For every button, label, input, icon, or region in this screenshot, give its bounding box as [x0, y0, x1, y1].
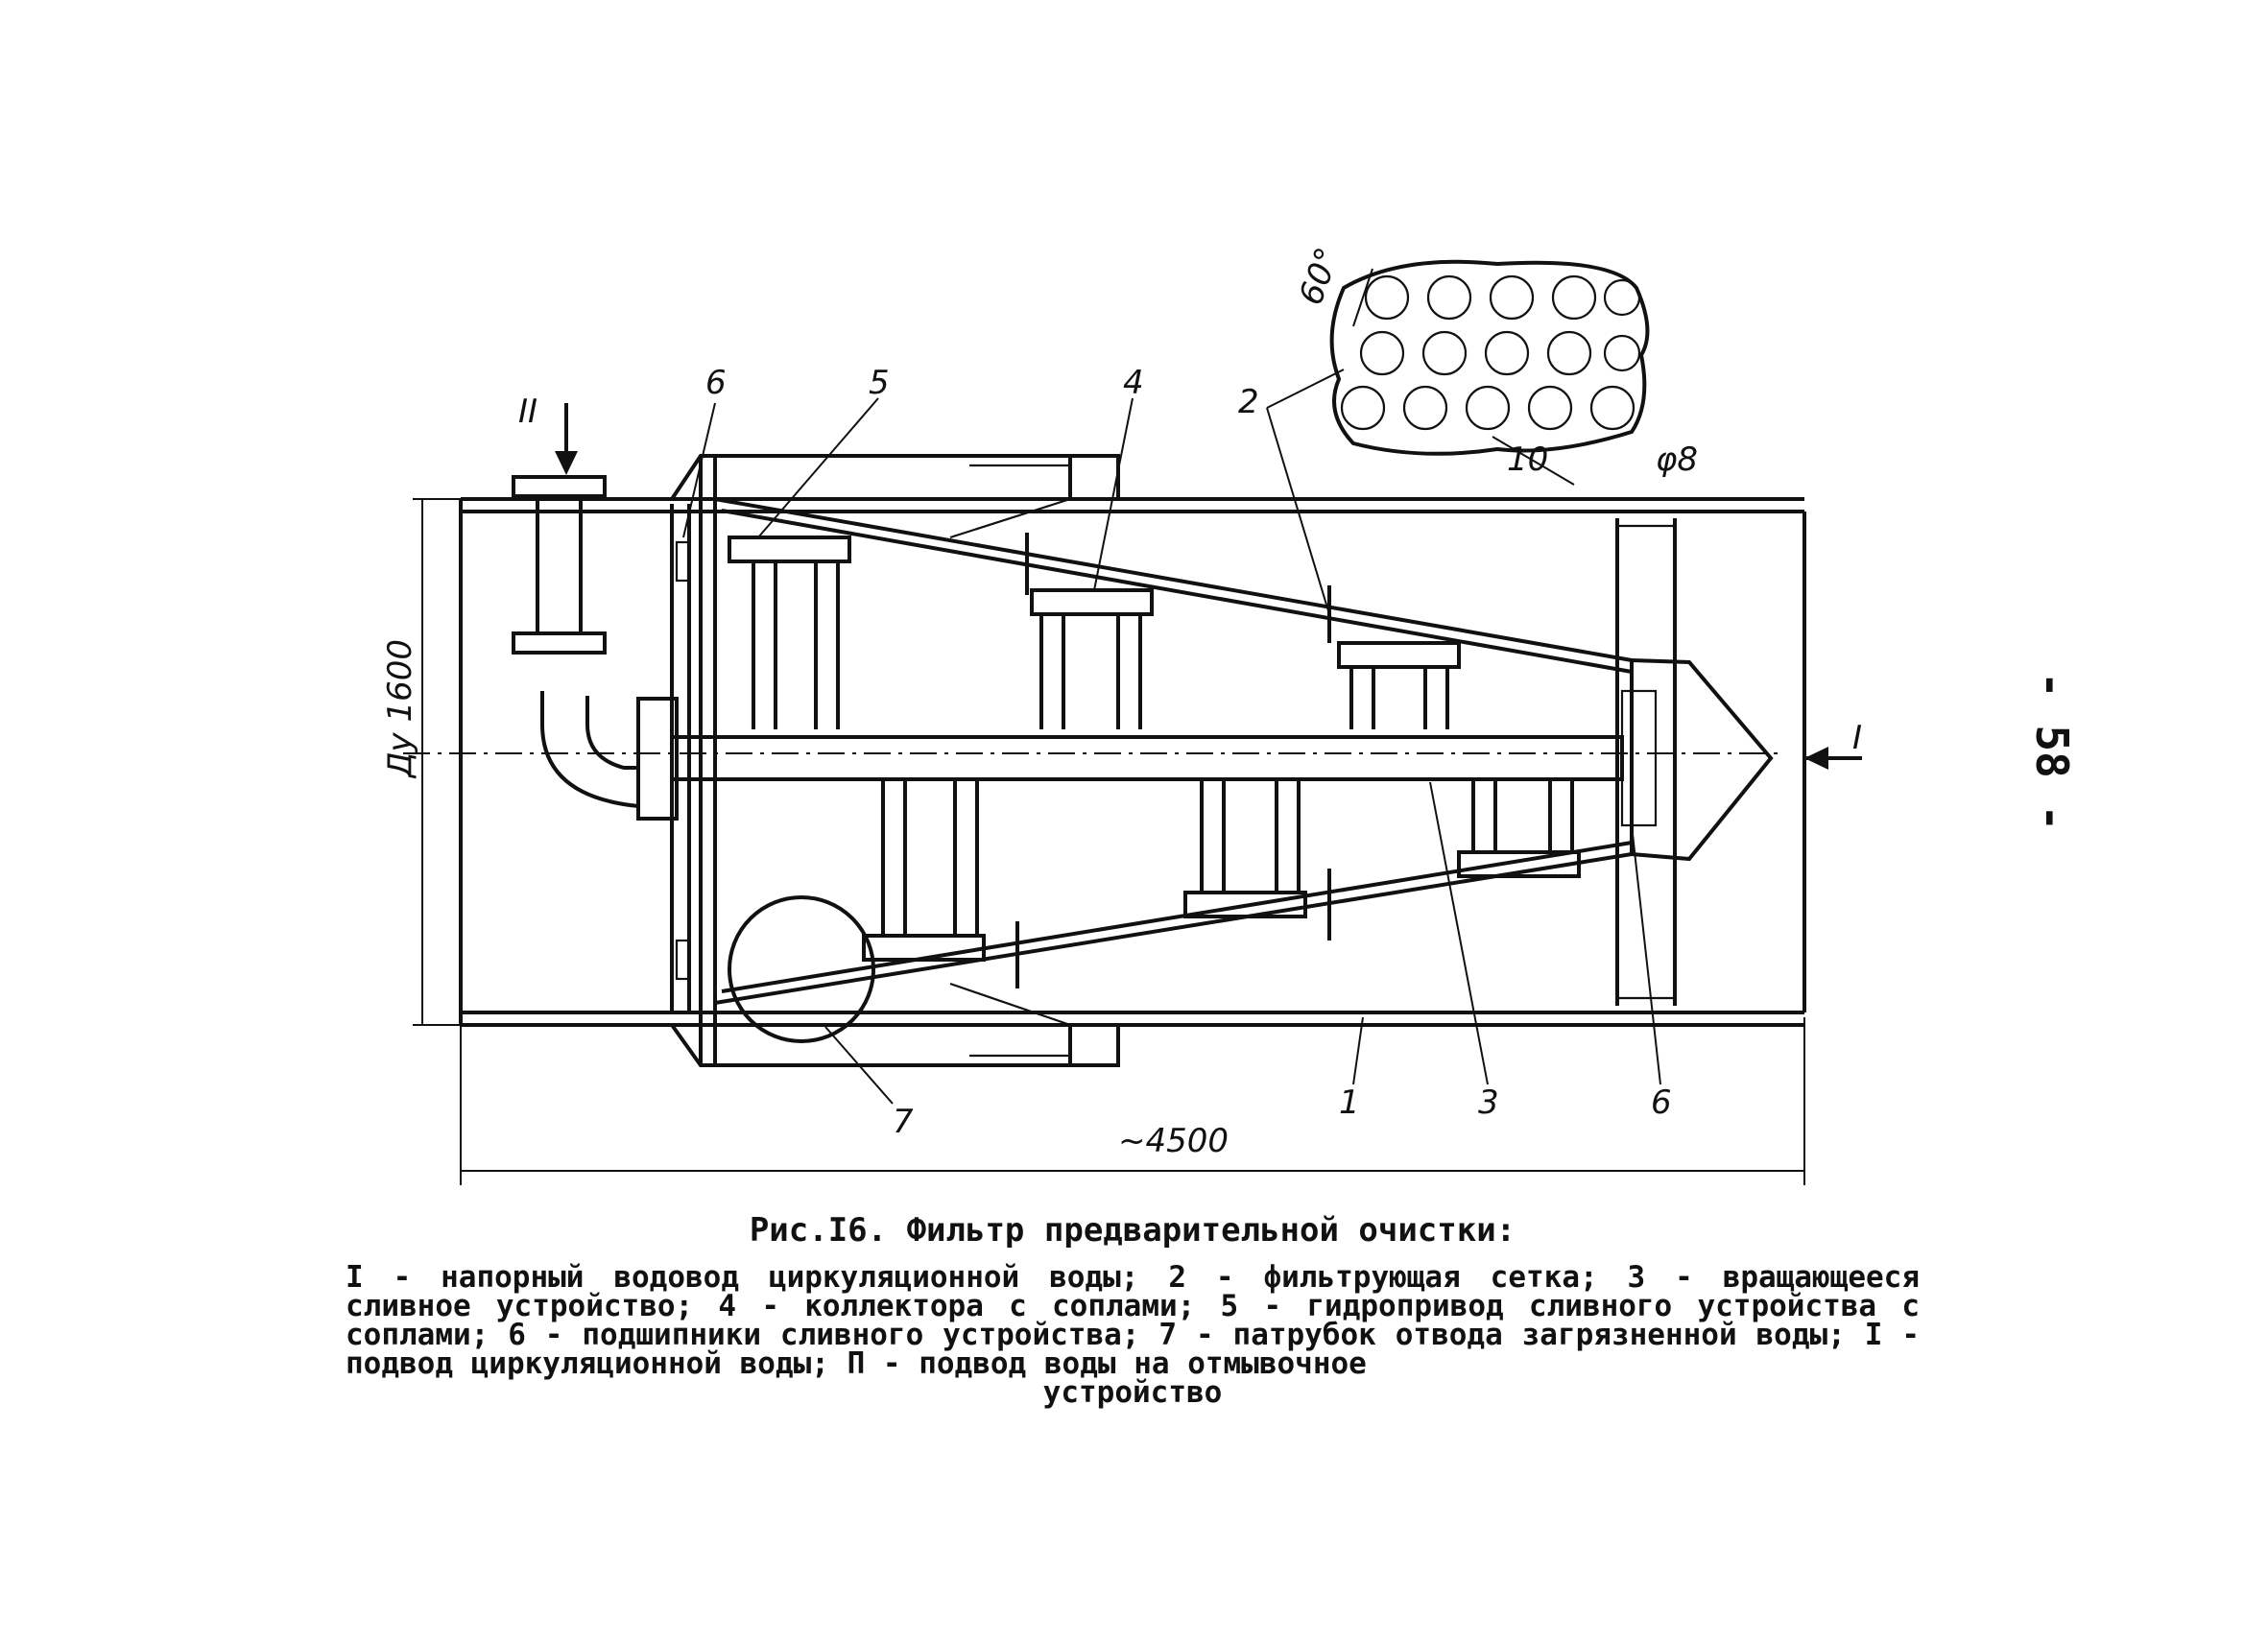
caption-legend-end: устройство	[1042, 1375, 1223, 1410]
nozzle-collectors	[728, 533, 1581, 988]
callout-2: 2	[1238, 383, 1259, 421]
caption-legend: I - напорный водовод циркуляционной воды…	[346, 1260, 1920, 1381]
page-number: - 58 -	[2026, 672, 2078, 832]
callout-4: 4	[1123, 364, 1144, 402]
rotating-drain-shaft	[540, 691, 1624, 821]
pressure-pipe	[459, 497, 1806, 1027]
circulation-water-inlet-arrow	[1804, 747, 1862, 770]
length-dimension: ~4500	[1118, 1122, 1229, 1160]
callout-6-top: 6	[705, 364, 727, 402]
filter-screen-cone	[714, 497, 1774, 1005]
diameter-dimension: Ду 1600	[381, 639, 419, 779]
bearing-supports	[670, 504, 1677, 1012]
housing	[668, 454, 1120, 1067]
dirty-water-outlet	[728, 895, 875, 1043]
callout-1: 1	[1339, 1083, 1360, 1122]
figure-caption: Рис.I6. Фильтр предварительной очистки: …	[346, 1211, 1920, 1410]
inlet-I-label: I	[1852, 719, 1862, 757]
callout-leaders	[682, 369, 1661, 1105]
hole-diameter-dimension: φ8	[1656, 441, 1698, 479]
inlet-II-label: II	[518, 393, 537, 431]
screen-detail-inset	[1329, 259, 1650, 486]
callout-5: 5	[869, 364, 890, 402]
caption-title: Рис.I6. Фильтр предварительной очистки:	[749, 1211, 1516, 1250]
dimension-lines	[413, 498, 1805, 1185]
callout-3: 3	[1478, 1083, 1499, 1122]
callout-6-bottom: 6	[1651, 1083, 1672, 1122]
callout-7: 7	[893, 1103, 914, 1141]
pitch-dimension: 10	[1507, 441, 1548, 479]
wash-water-inlet	[512, 403, 607, 655]
